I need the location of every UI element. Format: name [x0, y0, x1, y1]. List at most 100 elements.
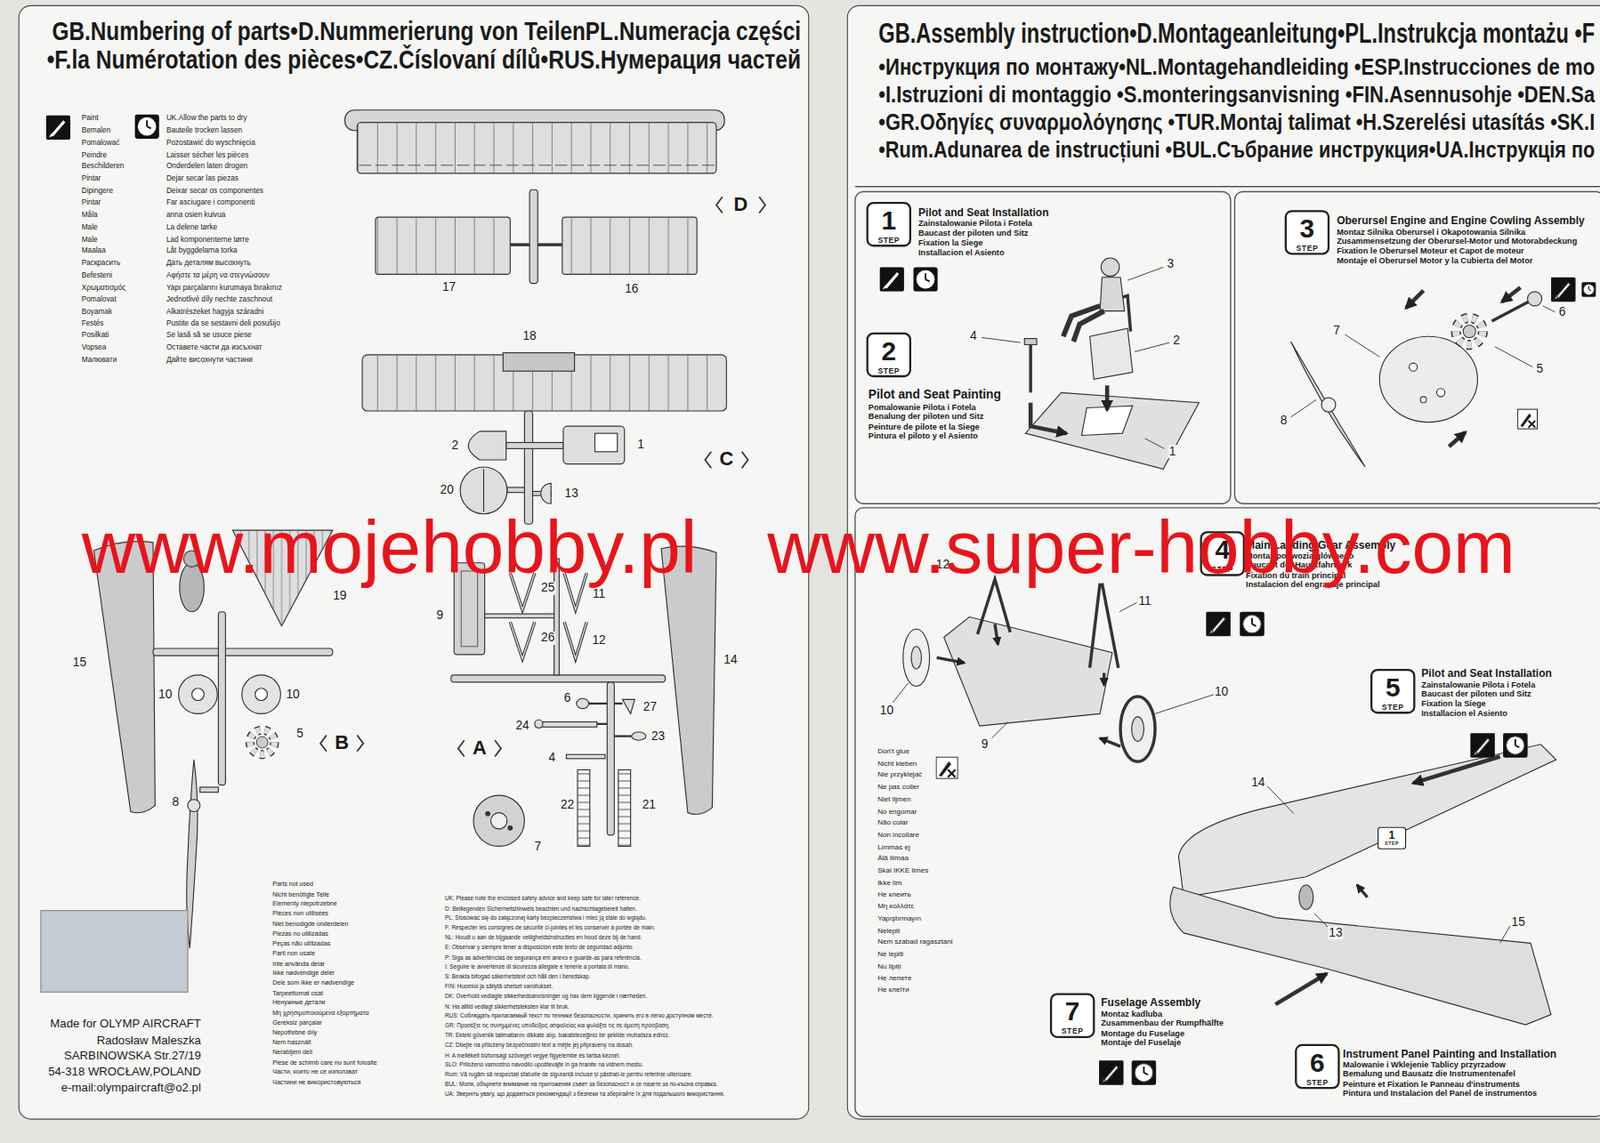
step-box: 1STEPPilot and Seat InstallationZainstal… — [866, 202, 912, 247]
step-1-2-art — [1134, 342, 1170, 352]
manufacturer-address: 54-318 WROCŁAW,POLAND — [48, 1066, 202, 1079]
step-box: 3STEPOberursel Engine and Engine Cowling… — [1284, 210, 1330, 255]
paint-translation: Pintar — [81, 174, 102, 183]
no-glue-translation: Niet lijmen — [877, 795, 911, 804]
step-subtitle: Montaz podwozia glównego — [1245, 552, 1354, 562]
watermark-text: www.super-hobby.com — [767, 509, 1516, 585]
dry-translation: Låt byggdelarna torka — [166, 247, 238, 256]
paint-translation: Pomalovat — [81, 295, 117, 304]
page-ground — [847, 5, 1600, 1121]
sprue-a — [597, 723, 607, 726]
unused-parts-translation: Частини не використовуються — [272, 1079, 361, 1087]
step-3-art — [1344, 334, 1380, 357]
sprue-a — [484, 614, 557, 619]
unused-parts-translation: Piezas no utilizadas — [272, 930, 329, 938]
page-panel: GB.Assembly instruction•D.Montageanleitu… — [847, 5, 1600, 1121]
dry-translation: Bauteile trocken lassen — [166, 126, 243, 135]
step-3-art — [1321, 397, 1336, 413]
safety-notice: TR: Ekteki güvenlik talimatlarını dikkat… — [444, 1033, 670, 1040]
step-3-art — [1502, 287, 1521, 302]
unused-parts-translation: Nepotřebné díly — [272, 1029, 317, 1037]
step-1-2-art — [1025, 392, 1199, 469]
callout-number: 14 — [1250, 776, 1267, 791]
step-box: 1STEP — [1377, 827, 1407, 850]
step-4-art — [892, 579, 1264, 779]
paint-translation: Dipingere — [81, 186, 114, 195]
paint-translation: Pomalować — [81, 138, 121, 147]
step-subtitle: Fixation la Siege — [918, 239, 983, 249]
step-subtitle: Zusammenbau der Rumpfhälfte — [1100, 1020, 1224, 1030]
step-subtitle: Pomalowanie Pilota i Fotela — [868, 404, 977, 413]
dry-translation: La delene tørke — [166, 223, 218, 232]
sprue-a — [534, 719, 543, 728]
dry-translation: Se lasă să se usuce piese — [166, 331, 252, 340]
no-glue-translation: Не клеить — [877, 890, 912, 899]
sprue-c — [541, 483, 551, 504]
part-number: 2 — [450, 438, 460, 453]
step-5-7-art — [1098, 733, 1557, 1085]
step-4-art — [1119, 602, 1137, 612]
part-number: 16 — [623, 282, 640, 297]
step-5-7-art — [1314, 913, 1328, 928]
step-4-art — [1131, 717, 1145, 743]
unused-parts-translation: Inte använda delar — [272, 960, 325, 968]
sprue-d — [356, 122, 717, 174]
sprue-a — [453, 563, 485, 655]
manufacturer-address: e-mail:olympaircraft@o2.pl — [61, 1082, 202, 1095]
sprue-b — [179, 563, 205, 613]
safety-notice: PL: Stosować się do załączonej karty bez… — [444, 914, 647, 922]
part-number: 7 — [533, 840, 542, 855]
step-box: 4STEPMain Landing Gear AssemblyMontaz po… — [1199, 531, 1245, 576]
paint-translation: Paint — [81, 113, 99, 122]
sprue-b — [232, 530, 332, 627]
sprue-b — [183, 550, 200, 567]
step-4-art — [992, 722, 1009, 739]
manufacturer-address: SARBINOWSKA Str.27/19 — [64, 1050, 202, 1063]
part-number: 13 — [563, 486, 580, 501]
callout-number: 5 — [1535, 362, 1544, 376]
step-subtitle: Instalacion del engranaje principal — [1245, 581, 1380, 590]
safety-notice: NL: Houdt u aan de bijgaande veiligheids… — [444, 934, 642, 941]
step-4-art — [936, 757, 958, 779]
safety-notice: DK: Overhold vedlagte sikkerhedsanvisnin… — [444, 993, 647, 1000]
step-subtitle: Montaje del Fuselaje — [1100, 1039, 1181, 1049]
step-subtitle: Baucast der Hauptfahrwerk — [1245, 562, 1352, 572]
safety-notice: CZ: Dbejte na přiložený bezpečnostní tex… — [444, 1042, 634, 1050]
step-4-art — [944, 617, 1113, 728]
sprue-c — [524, 411, 533, 525]
sprue-a — [451, 546, 717, 847]
sprue-b — [320, 735, 364, 752]
step-1-2-art — [1100, 258, 1120, 277]
step-number: 2 — [868, 336, 910, 366]
sprue-b — [153, 648, 333, 656]
step-3-art — [1448, 432, 1465, 447]
step-3-art — [1491, 301, 1528, 322]
step-3-art — [1455, 317, 1483, 345]
sprue-a — [622, 699, 635, 714]
part-number: 25 — [540, 581, 557, 596]
dry-translation: Дать деталям высохнуть — [166, 258, 251, 267]
sprue-d — [562, 217, 697, 275]
sprue-a — [576, 698, 590, 709]
sprue-a — [508, 826, 513, 832]
part-number: 21 — [640, 799, 657, 813]
callout-number: 7 — [1332, 324, 1342, 339]
step-label: STEP — [1296, 1079, 1338, 1088]
part-number: 23 — [650, 729, 667, 744]
sprue-a — [565, 754, 606, 760]
sprue-d — [537, 242, 563, 246]
page-heading: •Rum.Adunarea de instrucțiuni •BUL.Събра… — [878, 137, 1595, 163]
step-3-art — [1420, 396, 1427, 404]
step-subtitle: Fixation le Oberursel Moteur et Capot de… — [1336, 247, 1525, 257]
sprue-d — [375, 217, 510, 275]
step-3-art — [1406, 290, 1423, 308]
sprue-b — [192, 688, 205, 702]
no-glue-translation: Не лепете — [877, 974, 912, 983]
no-glue-translation: Yapıştırmayın — [877, 914, 922, 923]
step-subtitle: Baucast der piloten und Sitz — [1421, 691, 1531, 701]
step-box: 5STEPPilot and Seat InstallationZainstal… — [1370, 669, 1415, 714]
step-1-2-art — [1063, 306, 1105, 342]
sprue-letter: A — [472, 737, 487, 760]
